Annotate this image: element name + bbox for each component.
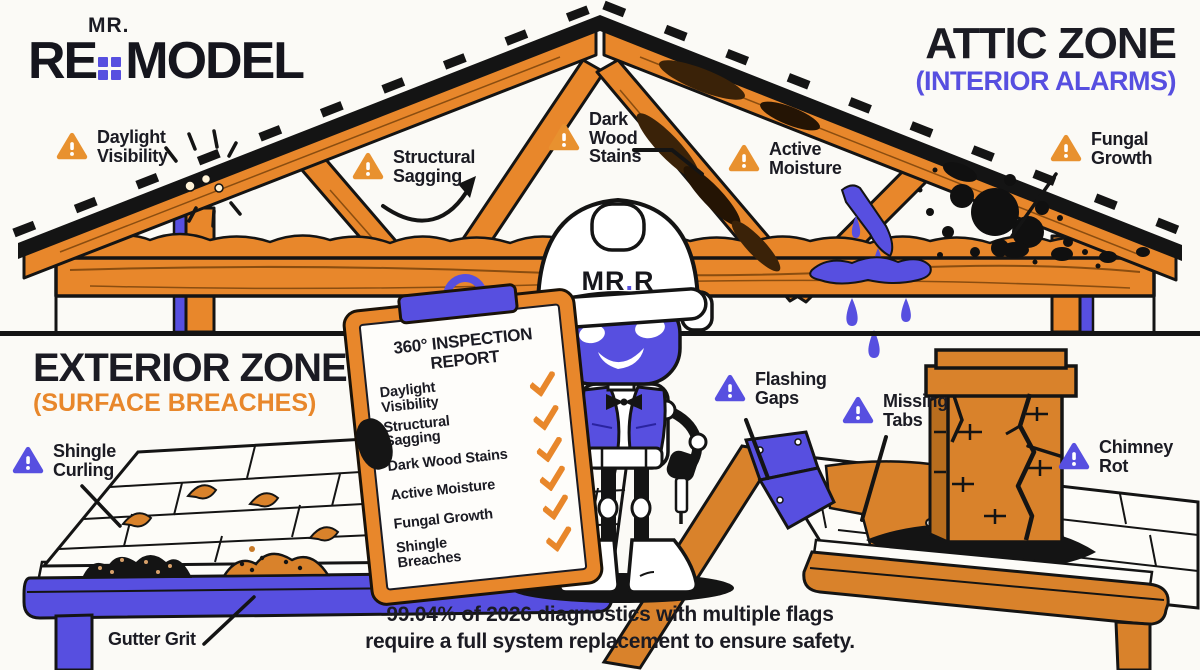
alert-dark-wood-stains: Dark Wood Stains	[548, 110, 642, 166]
logo-wordmark: RE MODEL	[28, 32, 305, 90]
warning-triangle-icon	[714, 374, 746, 402]
checklist-item: Structural Sagging	[383, 403, 561, 451]
warning-triangle-icon	[1058, 442, 1090, 470]
callout-pointer-lines	[80, 148, 1062, 646]
exterior-zone-title: EXTERIOR ZONE	[33, 346, 348, 390]
report-checklist: Daylight Visibility Structural Sagging D…	[379, 368, 573, 571]
warning-triangle-icon	[1050, 134, 1082, 162]
footer-stat-text: 99.04% of 2026 diagnostics with multiple…	[365, 603, 855, 654]
alert-gutter-grit: Gutter Grit	[108, 629, 196, 649]
shingle-curls	[121, 480, 542, 542]
alert-chimney-rot: Chimney Rot	[1058, 438, 1173, 475]
brand-logo: MR. RE MODEL	[28, 14, 305, 90]
alert-missing-tabs: Missing Tabs	[842, 392, 948, 429]
alert-shingle-curling: Shingle Curling	[12, 442, 116, 479]
window-grid-icon	[98, 56, 122, 80]
logo-word-end: MODEL	[125, 32, 305, 90]
logo-prefix: MR.	[88, 14, 130, 37]
warning-triangle-icon	[12, 446, 44, 474]
check-icon	[528, 370, 556, 397]
inspection-report-paper: 360° INSPECTION REPORT Daylight Visibili…	[358, 303, 588, 591]
robot-mascot: MR.R	[503, 197, 734, 603]
check-icon	[532, 405, 560, 432]
chimney	[924, 348, 1078, 545]
right-shingle-roof	[601, 348, 1200, 670]
robot-smile	[598, 348, 644, 369]
attic-zone-subtitle: (INTERIOR ALARMS)	[915, 66, 1177, 96]
bow-tie	[606, 394, 642, 410]
right-gutter	[802, 550, 1170, 626]
check-icon	[535, 436, 563, 463]
checklist-item: Daylight Visibility	[379, 368, 557, 416]
alert-daylight-visibility: Daylight Visibility	[56, 128, 168, 165]
alert-fungal-growth: Fungal Growth	[1050, 130, 1153, 167]
checklist-item: Dark Wood Stains	[386, 436, 564, 479]
chimney-crack	[1015, 393, 1037, 541]
gutter-grit-piles	[82, 552, 331, 578]
alert-flashing-gaps: Flashing Gaps	[714, 370, 827, 407]
check-icon	[538, 465, 566, 492]
logo-word-start: RE	[28, 32, 98, 90]
checklist-item: Fungal Growth	[392, 494, 570, 537]
left-downspout	[54, 613, 94, 670]
exterior-zone-heading: EXTERIOR ZONE (SURFACE BREACHES)	[33, 346, 348, 418]
checklist-item: Active Moisture	[389, 465, 567, 508]
attic-zone-title: ATTIC ZONE	[925, 19, 1177, 68]
alert-active-moisture: Active Moisture	[728, 140, 842, 177]
warning-triangle-icon	[728, 144, 760, 172]
check-icon	[545, 526, 573, 553]
daylight-damage	[164, 129, 242, 228]
attic-zone-heading: ATTIC ZONE (INTERIOR ALARMS)	[915, 19, 1177, 97]
warning-triangle-icon	[842, 396, 874, 424]
warning-triangle-icon	[352, 152, 384, 180]
check-icon	[541, 494, 569, 521]
right-gutter-leg	[1114, 620, 1152, 670]
active-moisture-damage	[809, 184, 932, 358]
hard-hat-label: MR.R	[581, 266, 654, 296]
warning-triangle-icon	[548, 124, 580, 151]
checklist-item: Shingle Breaches	[395, 523, 573, 571]
warning-triangle-icon	[56, 132, 88, 160]
inspection-clipboard: 360° INSPECTION REPORT Daylight Visibili…	[341, 271, 605, 608]
dark-wood-stains-damage	[636, 60, 820, 272]
alert-structural-sagging: Structural Sagging	[352, 148, 475, 185]
exterior-zone-subtitle: (SURFACE BREACHES)	[33, 389, 317, 417]
